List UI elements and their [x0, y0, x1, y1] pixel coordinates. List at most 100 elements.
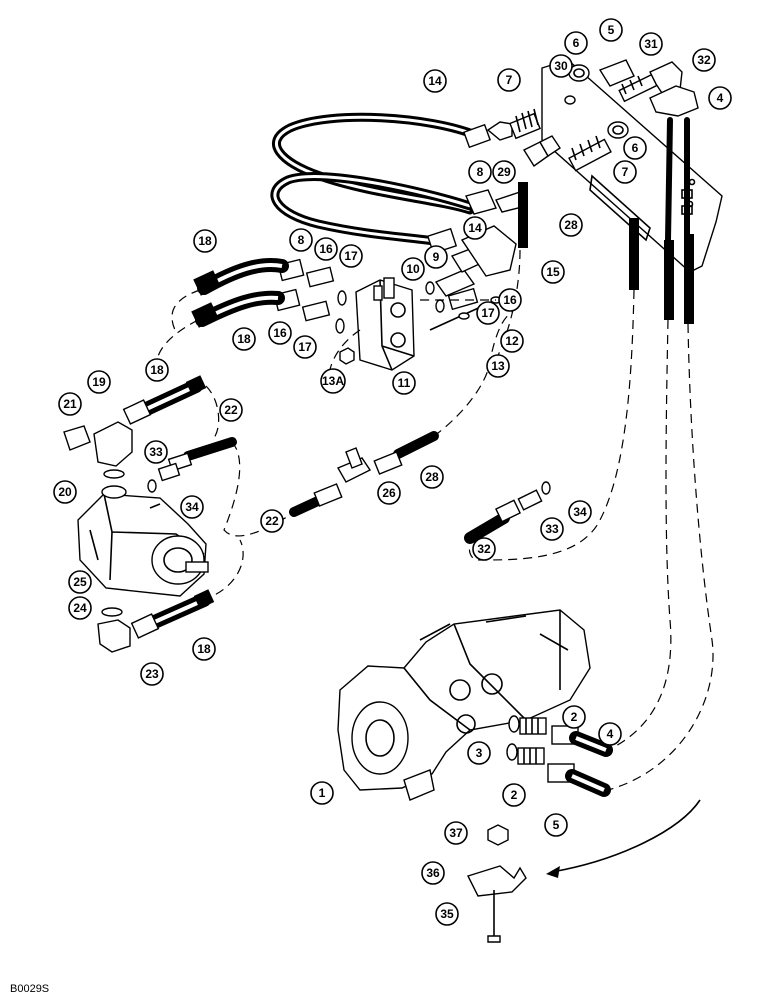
direction-arrow	[546, 799, 701, 878]
callout-circle	[540, 517, 564, 541]
nut-6-top	[568, 64, 590, 82]
hose-18-pump-bottom	[130, 589, 215, 639]
callout-label: 23	[145, 667, 159, 681]
callout-label: 33	[545, 522, 559, 536]
callout-circle	[476, 301, 500, 325]
callout-33: 33	[144, 440, 168, 464]
callout-label: 19	[92, 375, 106, 389]
hose-28-lower	[373, 431, 439, 475]
callout-label: 30	[554, 59, 568, 73]
callout-circle	[549, 54, 573, 78]
callout-20: 20	[53, 480, 77, 504]
callout-circle	[708, 86, 732, 110]
callout-circle	[463, 216, 487, 240]
callout-circle	[598, 722, 622, 746]
callout-label: 7	[506, 73, 513, 87]
callout-11: 11	[392, 371, 416, 395]
callout-circle	[289, 228, 313, 252]
callout-label: 14	[428, 74, 442, 88]
callout-circle	[232, 327, 256, 351]
callout-circle	[568, 500, 592, 524]
hose-32-lower	[464, 499, 521, 544]
callout-label: 18	[198, 234, 212, 248]
hose-5-lower	[547, 763, 611, 797]
callout-circle	[58, 392, 82, 416]
tee-26	[336, 447, 372, 483]
callout-circle	[599, 18, 623, 42]
callout-13: 13	[486, 354, 510, 378]
callout-circle	[392, 371, 416, 395]
callout-circle	[559, 213, 583, 237]
hose-18-upper	[193, 258, 289, 296]
callout-circle	[435, 902, 459, 926]
callout-6: 6	[564, 31, 588, 55]
callout-label: 16	[319, 242, 333, 256]
callout-21: 21	[58, 392, 82, 416]
cap-21	[63, 425, 91, 451]
elbow-5-top	[598, 59, 635, 87]
bolt-35	[487, 890, 501, 943]
callout-label: 17	[481, 306, 495, 320]
callout-29: 29	[492, 160, 516, 184]
callout-circle	[377, 481, 401, 505]
callout-label: 8	[477, 165, 484, 179]
callout-19: 19	[87, 370, 111, 394]
callout-12: 12	[500, 329, 524, 353]
callout-23: 23	[140, 662, 164, 686]
gear-pump-25	[77, 485, 209, 597]
callout-circle	[314, 237, 338, 261]
callout-label: 17	[344, 249, 358, 263]
washer-34-left	[147, 479, 157, 493]
callout-circle	[502, 783, 526, 807]
callout-circle	[692, 48, 716, 72]
callout-label: 33	[149, 445, 163, 459]
callout-28: 28	[420, 465, 444, 489]
callout-circle	[420, 465, 444, 489]
callout-label: 35	[440, 907, 454, 921]
callout-label: 34	[185, 500, 199, 514]
callout-18: 18	[192, 637, 216, 661]
callout-label: 22	[265, 514, 279, 528]
callout-layer: 1223445566778891011121313A14141516161617…	[53, 18, 732, 926]
callout-22: 22	[260, 509, 284, 533]
callout-label: 18	[197, 642, 211, 656]
callout-label: 29	[497, 165, 511, 179]
callout-circle	[497, 68, 521, 92]
callout-16: 16	[498, 288, 522, 312]
callout-label: 16	[503, 293, 517, 307]
valve-fittings-right	[425, 225, 517, 313]
callout-label: 16	[273, 326, 287, 340]
callout-label: 14	[468, 221, 482, 235]
vertical-hose-28	[518, 182, 528, 248]
callout-label: 2	[571, 710, 578, 724]
callout-22: 22	[219, 398, 243, 422]
main-pump-1	[337, 609, 591, 801]
callout-7: 7	[497, 68, 521, 92]
callout-circle	[444, 821, 468, 845]
callout-18: 18	[145, 358, 169, 382]
callout-10: 10	[401, 257, 425, 281]
callout-4: 4	[598, 722, 622, 746]
callout-14: 14	[423, 69, 447, 93]
nut-37	[487, 824, 509, 846]
callout-8: 8	[289, 228, 313, 252]
callout-31: 31	[639, 32, 663, 56]
callout-34: 34	[568, 500, 592, 524]
callout-circle	[310, 781, 334, 805]
callout-8: 8	[468, 160, 492, 184]
callout-label: 36	[426, 866, 440, 880]
callout-33: 33	[540, 517, 564, 541]
callout-label: 11	[398, 376, 411, 390]
callout-7: 7	[613, 160, 637, 184]
callout-circle	[68, 596, 92, 620]
callout-label: 26	[382, 486, 396, 500]
callout-circle	[544, 813, 568, 837]
callout-1: 1	[310, 781, 334, 805]
callout-label: 9	[433, 250, 440, 264]
callout-26: 26	[377, 481, 401, 505]
callout-32: 32	[472, 537, 496, 561]
callout-circle	[486, 354, 510, 378]
callout-5: 5	[544, 813, 568, 837]
hose-fittings-upper	[463, 108, 541, 149]
